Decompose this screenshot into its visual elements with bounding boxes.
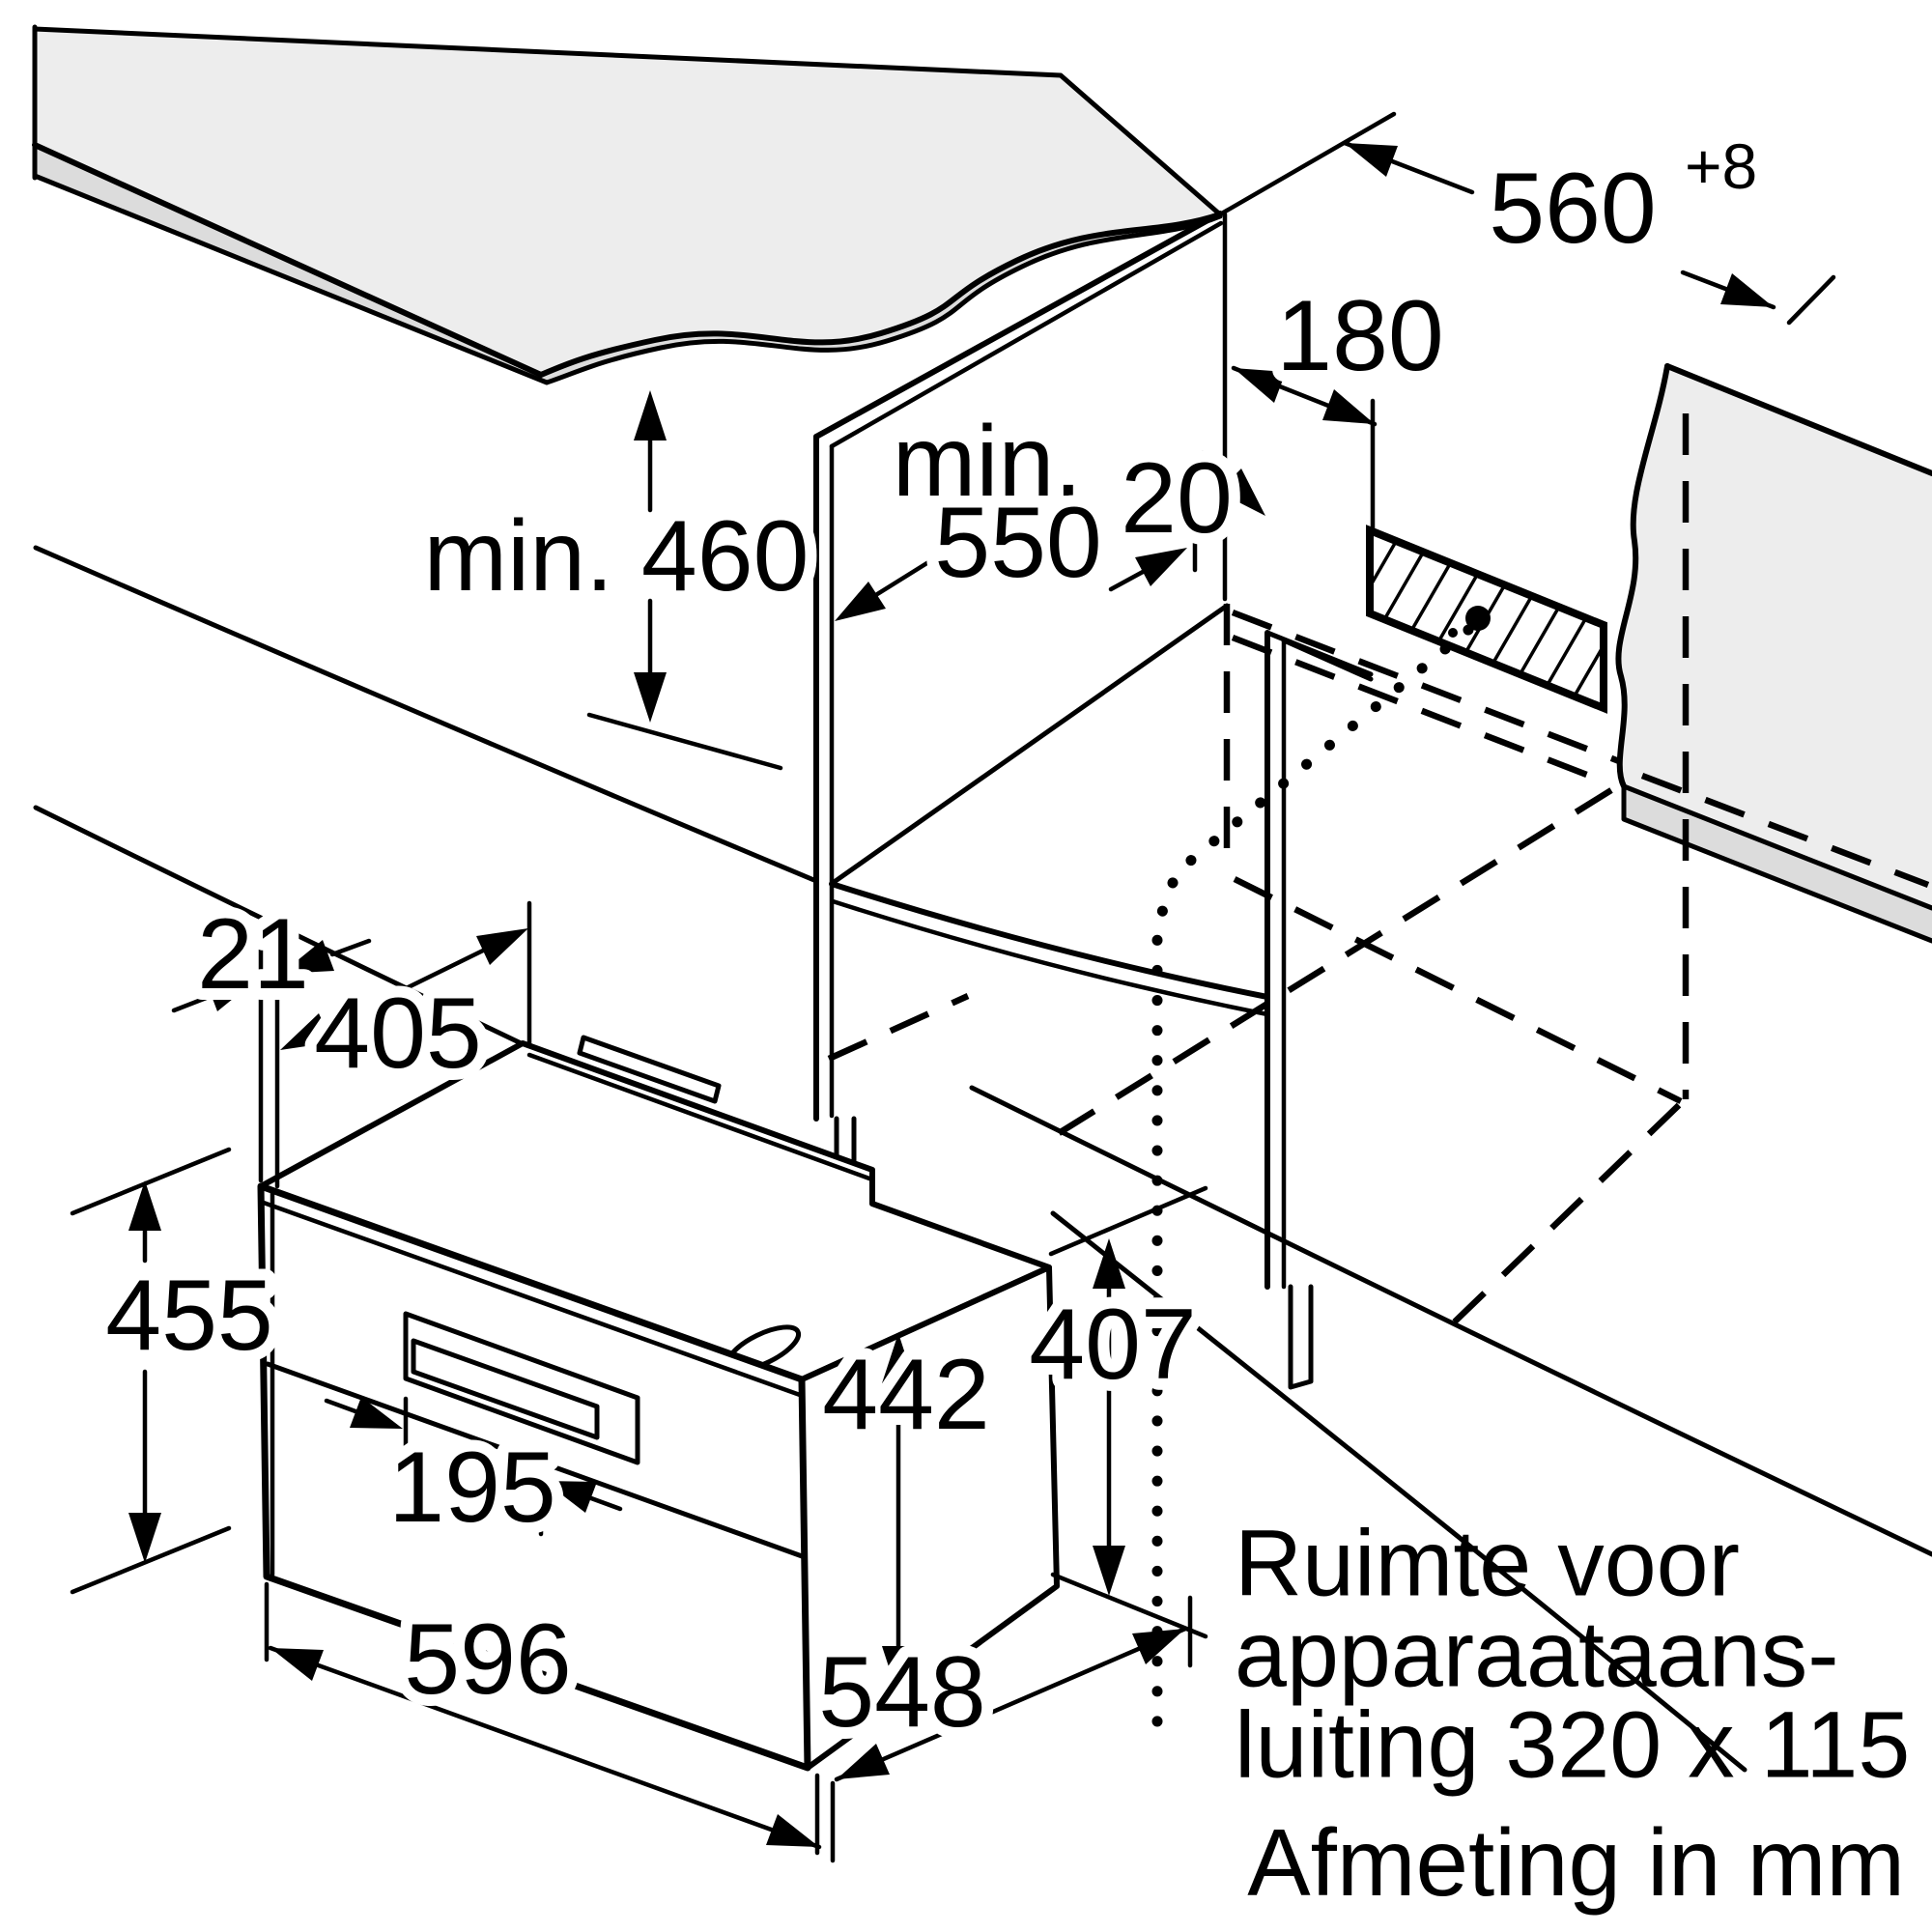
oven-top-back-inner-edge — [526, 1052, 872, 1181]
worktop-wavy-cut-edge — [32, 142, 1223, 378]
side-panel-wavy-edge — [1615, 363, 1670, 789]
dim-line — [1108, 450, 1233, 592]
worktop-edge-band — [35, 145, 1220, 383]
worktop-top-surface — [35, 29, 1220, 375]
oven — [257, 1035, 1060, 1772]
dim-rear-height: 407 — [1017, 1185, 1208, 1639]
dim-label-handle-recess: 195 — [388, 1432, 556, 1544]
niche-shelf-lower-edge — [830, 898, 1270, 1017]
adjacent-cabinet — [1264, 630, 1374, 1390]
side-panel-surface — [1618, 366, 1932, 908]
arrowheads — [1234, 368, 1375, 424]
arrowheads — [1345, 143, 1774, 307]
dim-body-height: 442 — [810, 1327, 1002, 1696]
dim-niche-width: 560 +8 — [1217, 111, 1836, 326]
arrowheads — [1135, 469, 1265, 586]
arrowhead — [835, 582, 886, 621]
oven-door-seam — [265, 1361, 808, 1560]
dim-label-depth: 548 — [818, 1636, 986, 1748]
worktop-left — [32, 24, 1223, 385]
floor-line-right-upper — [969, 1085, 1932, 1557]
oven-handle-bar — [411, 1338, 600, 1440]
dim-connection-offset: 180 — [1231, 269, 1456, 531]
dim-niche-depth: min. 550 — [835, 394, 1114, 621]
adjacent-top-edge — [1264, 630, 1374, 682]
dim-line — [1048, 1185, 1208, 1639]
dim-line — [871, 542, 959, 599]
dim-label-niche-width-tolerance: +8 — [1685, 130, 1757, 202]
dim-label-door-overhang: 21 — [197, 898, 309, 1010]
arrowheads — [350, 1397, 597, 1513]
dim-label-front-height: 455 — [105, 1260, 273, 1372]
niche-cabinet — [813, 211, 1270, 1199]
dim-depth: 548 — [807, 1595, 1193, 1782]
arrowheads — [280, 928, 528, 1050]
oven-handle-recess — [403, 1311, 640, 1465]
dim-line — [324, 1396, 623, 1537]
side-panel-bottom-band — [1624, 786, 1932, 941]
side-panel-right — [1615, 363, 1932, 944]
connection-area — [1151, 525, 1607, 1756]
niche-shelf-front-edge — [829, 881, 1270, 1000]
oven-front-panel-lip-line — [258, 1199, 803, 1398]
dim-label-niche-width: 560 — [1489, 153, 1657, 265]
dim-label-niche-depth-2: 550 — [934, 487, 1102, 599]
dim-label-wall-gap: 20 — [1121, 442, 1233, 554]
side-panel-band-edges — [1621, 783, 1932, 944]
dim-top-depth: 405 — [280, 900, 532, 1101]
dim-label-width: 596 — [404, 1604, 572, 1716]
connection-point-dot — [1465, 606, 1491, 631]
floor-line-right-lower — [1050, 1210, 1747, 1773]
connection-note-line2: apparaataans- — [1235, 1602, 1839, 1707]
dim-front-height: 455 — [70, 1147, 285, 1595]
dim-line — [323, 900, 532, 1048]
niche-top-edge-outer — [813, 211, 1223, 440]
adjacent-foot — [1288, 1284, 1314, 1390]
dim-label-top-depth: 405 — [314, 978, 482, 1090]
floor-line-left-upper — [33, 545, 819, 884]
dim-label-niche-height: min. 460 — [424, 500, 810, 612]
worktop-band-bottom-edge — [32, 173, 1223, 385]
oven-rear-strip — [577, 1035, 722, 1104]
oven-front-panel — [257, 1182, 811, 1772]
dim-width: 596 — [264, 1581, 836, 1863]
hidden-edges — [827, 413, 1930, 1328]
unit-note: Afmeting in mm — [1247, 1809, 1905, 1916]
dim-line — [70, 1147, 232, 1595]
arrowheads — [206, 940, 334, 1011]
dim-label-rear-height: 407 — [1029, 1289, 1197, 1401]
dim-niche-height: min. 460 — [412, 390, 820, 771]
dim-line — [586, 438, 783, 771]
worktop-back-edge — [32, 26, 1223, 217]
hidden-edge-dashes — [827, 413, 1930, 1328]
connection-note-line1: Ruimte voor — [1235, 1511, 1740, 1616]
dim-line — [171, 926, 372, 1189]
dim-line — [264, 1581, 836, 1863]
dim-wall-gap: 20 — [1108, 431, 1265, 592]
dim-line — [1217, 111, 1836, 326]
niche-floor-back-line — [830, 603, 1230, 886]
dim-label-body-height: 442 — [822, 1339, 990, 1451]
dim-line — [834, 1595, 1193, 1782]
side-panel-top-edge — [1664, 363, 1932, 476]
arrowheads — [837, 1629, 1185, 1779]
dim-label-niche-depth-1: min. — [893, 406, 1082, 518]
niche-top-edge-inner — [829, 220, 1224, 449]
dim-door-overhang: 21 — [171, 887, 372, 1189]
dim-handle-recess: 195 — [324, 1396, 623, 1555]
connection-note-line3: luiting 320 x 115 — [1235, 1692, 1910, 1798]
connection-note: Ruimte voor apparaataans- luiting 320 x … — [1235, 1511, 1910, 1798]
dim-label-connection-offset: 180 — [1276, 280, 1444, 392]
connection-leader-dot — [1448, 628, 1458, 638]
